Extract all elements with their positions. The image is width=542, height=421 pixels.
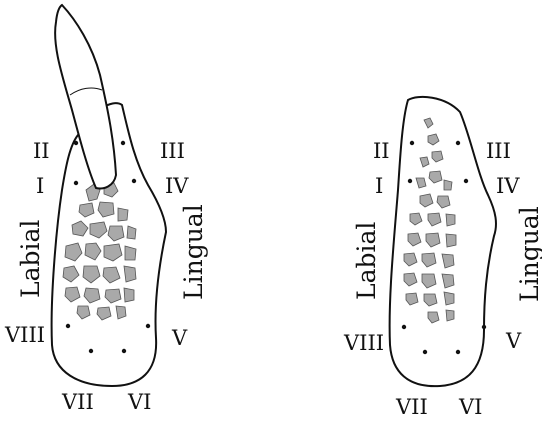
- left-point-III: [121, 141, 125, 145]
- left-point-VII: [89, 349, 93, 353]
- left-label-II: II: [33, 139, 50, 163]
- right-label-labial: Labial: [352, 222, 381, 300]
- left-point-II: [74, 141, 78, 145]
- left-point-IV: [132, 179, 136, 183]
- left-label-VII: VII: [61, 390, 94, 414]
- right-label-VII: VII: [395, 395, 428, 419]
- left-label-V: V: [171, 326, 188, 350]
- right-alveolar-outline: [390, 97, 496, 386]
- right-label-VIII: VIII: [343, 331, 384, 355]
- right-label-V: V: [505, 329, 522, 353]
- left-label-VIII: VIII: [4, 323, 45, 347]
- right-panel: II I III IV VIII V VII VI Labial Lingual: [343, 97, 542, 419]
- right-point-I: [408, 179, 412, 183]
- right-point-VIII: [402, 325, 406, 329]
- right-label-lingual: Lingual: [515, 206, 542, 302]
- right-point-VI: [456, 350, 460, 354]
- right-point-II: [410, 141, 414, 145]
- right-point-IV: [464, 179, 468, 183]
- left-point-VI: [122, 349, 126, 353]
- left-point-VIII: [66, 324, 70, 328]
- left-label-IV: IV: [165, 174, 189, 198]
- left-tooth: [55, 5, 116, 188]
- right-point-V: [482, 325, 486, 329]
- left-label-VI: VI: [127, 390, 151, 414]
- left-label-lingual: Lingual: [179, 204, 208, 300]
- right-label-III: III: [486, 139, 511, 163]
- right-point-VII: [423, 350, 427, 354]
- right-label-II: II: [373, 139, 390, 163]
- left-label-labial: Labial: [16, 220, 45, 298]
- left-label-III: III: [160, 139, 185, 163]
- left-label-I: I: [36, 174, 44, 198]
- right-label-IV: IV: [496, 174, 520, 198]
- left-panel: II I III IV VIII V VII VI Labial Lingual: [4, 5, 208, 414]
- left-point-I: [74, 181, 78, 185]
- right-label-I: I: [375, 174, 383, 198]
- right-point-III: [456, 141, 460, 145]
- right-label-VI: VI: [458, 395, 482, 419]
- left-point-V: [146, 324, 150, 328]
